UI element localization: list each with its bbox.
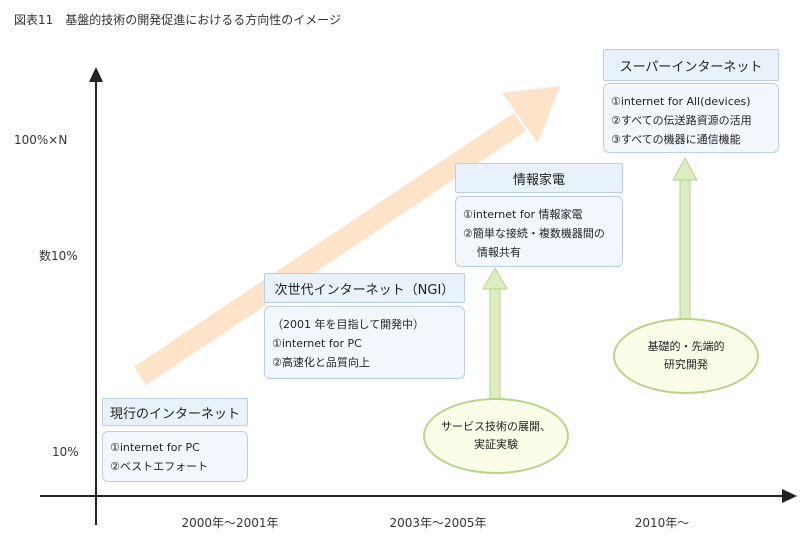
stage-detail-line: 情報共有	[477, 246, 521, 259]
stage-detail-super-internet: ①internet for All(devices) ②すべての伝送路資源の活用…	[603, 83, 779, 153]
stage-detail-line: ②高速化と品質向上	[272, 356, 370, 369]
x-axis	[40, 489, 797, 503]
driver-arrow-research	[672, 156, 698, 321]
driver-line: 基礎的・先端的	[647, 340, 725, 353]
stage-detail-line: （2001 年を目指して開発中）	[272, 318, 425, 331]
stage-detail-current-internet: ①internet for PC ②ベストエフォート	[102, 431, 248, 482]
stage-detail-line: ①internet for PC	[110, 441, 200, 454]
stage-detail-line: ①internet for PC	[272, 337, 362, 350]
driver-line: 研究開発	[664, 358, 708, 371]
x-tick-label-2010: 2010年〜	[634, 516, 690, 530]
driver-line: 実証実験	[474, 438, 518, 451]
driver-ellipse-service: サービス技術の展開、 実証実験	[423, 398, 569, 474]
stage-title-info-appliances: 情報家電	[455, 163, 623, 193]
driver-line: サービス技術の展開、	[441, 420, 551, 433]
figure-title: 図表11 基盤的技術の開発促進におけるる方向性のイメージ	[14, 13, 342, 27]
x-tick-label-2000: 2000年〜2001年	[181, 516, 279, 530]
stage-detail-ngi: （2001 年を目指して開発中） ①internet for PC ②高速化と品…	[264, 306, 465, 379]
stage-detail-line: ②ベストエフォート	[110, 460, 209, 473]
stage-title-current-internet: 現行のインターネット	[102, 398, 248, 426]
driver-ellipse-research: 基礎的・先端的 研究開発	[613, 318, 759, 394]
y-tick-label-100n: 100%×N	[14, 133, 68, 147]
stage-detail-line: ③すべての機器に通信機能	[611, 133, 741, 146]
stage-title-super-internet: スーパーインターネット	[603, 49, 779, 81]
stage-detail-line: ②簡単な接続・複数機器間の	[463, 227, 605, 240]
x-tick-label-2003: 2003年〜2005年	[389, 516, 487, 530]
stage-title-ngi: 次世代インターネット（NGI）	[264, 273, 465, 303]
stage-detail-line: ①internet for All(devices)	[611, 95, 751, 108]
y-axis	[89, 67, 103, 525]
y-tick-label-10: 10%	[52, 445, 79, 459]
stage-detail-info-appliances: ①internet for 情報家電 ②簡単な接続・複数機器間の 情報共有	[455, 196, 623, 267]
stage-detail-line: ②すべての伝送路資源の活用	[611, 114, 752, 127]
driver-arrow-service	[482, 266, 508, 404]
stage-detail-line: ①internet for 情報家電	[463, 208, 583, 221]
y-tick-label-10s: 数10%	[39, 249, 78, 263]
